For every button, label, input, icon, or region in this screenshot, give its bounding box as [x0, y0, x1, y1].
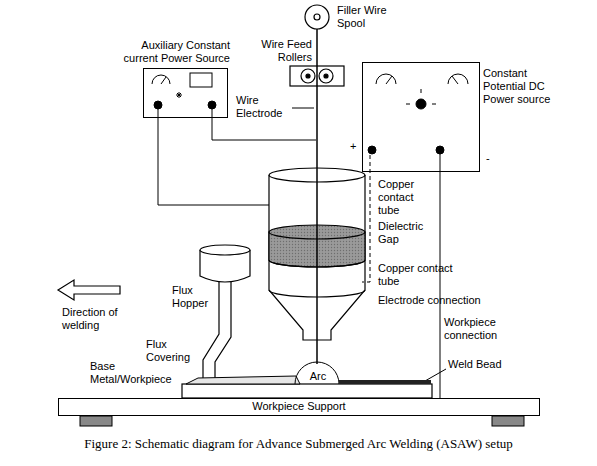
- part-label: Workpiece connection: [444, 316, 516, 342]
- part-label: Wire Feed Rollers: [250, 38, 312, 64]
- arc-shape: [295, 362, 339, 384]
- part-label: Flux Hopper: [172, 284, 216, 310]
- part-label: Filler Wire Spool: [337, 4, 399, 30]
- part-label: Base Metal/Workpiece: [90, 360, 182, 386]
- workpiece-wire: [440, 172, 441, 398]
- support-foot: [80, 416, 112, 426]
- part-label: Wire Electrode: [236, 94, 292, 120]
- filler-wire-spool: [305, 5, 329, 29]
- dc-source-details: [368, 74, 468, 172]
- aux-source-details: [152, 73, 216, 109]
- support-foot: [492, 416, 524, 426]
- part-label: Copper contact tube: [378, 178, 428, 217]
- direction-arrow: [58, 280, 120, 300]
- part-label: Flux Covering: [146, 338, 200, 364]
- node-label: Auxiliary Constant current Power Source: [106, 39, 230, 65]
- wire-electrode: [316, 29, 318, 364]
- support-band: Workpiece Support: [58, 398, 540, 416]
- power-source-box: Constant Potential DC Power source: [362, 62, 480, 172]
- power-source-box: Auxiliary Constant current Power Source: [143, 68, 228, 118]
- part-label: Dielectric Gap: [378, 220, 440, 246]
- part-label: Direction of welding: [62, 306, 142, 332]
- part-label: Copper contact tube: [378, 262, 460, 288]
- flux-covering: [186, 376, 300, 384]
- part-label: Arc: [306, 370, 330, 383]
- weld-bead: [339, 380, 431, 384]
- wiring: [158, 105, 446, 385]
- part-label: Weld Bead: [448, 358, 514, 371]
- terminal-sign: -: [486, 152, 496, 165]
- flux-hopper: [200, 245, 250, 380]
- base-metal: [182, 384, 432, 398]
- node-label: Constant Potential DC Power source: [483, 67, 559, 106]
- node-label: Workpiece Support: [59, 400, 539, 413]
- figure-caption: Figure 2: Schematic diagram for Advance …: [0, 436, 597, 452]
- part-label: Electrode connection: [378, 294, 492, 307]
- terminal-sign: +: [350, 140, 360, 153]
